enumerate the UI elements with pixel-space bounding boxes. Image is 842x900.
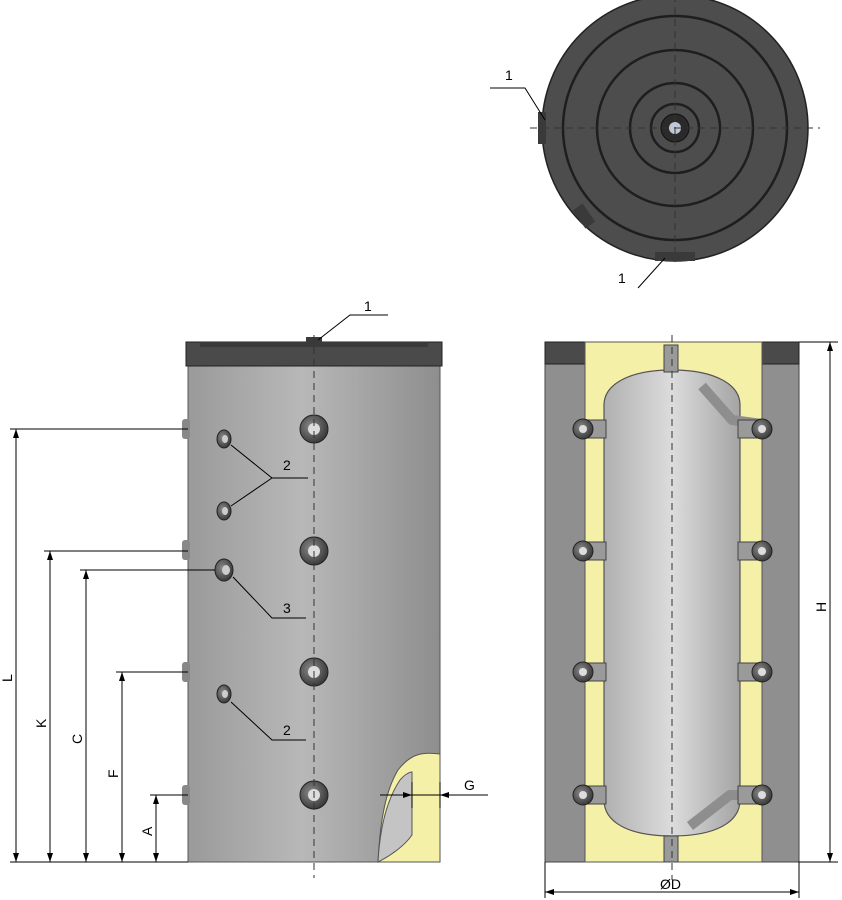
callout-1-bottom: 1 (618, 270, 626, 286)
dim-label-F: F (105, 769, 121, 778)
callout-leader-1 (490, 87, 546, 121)
callout-1-front: 1 (364, 298, 372, 314)
dim-label-L: L (0, 674, 15, 682)
tank-top-nozzle (663, 344, 679, 373)
probe-sleeve (216, 429, 232, 449)
probe-sleeve (216, 501, 232, 521)
top-cover-rim (200, 342, 428, 347)
dim-arrow-D (790, 889, 799, 895)
top-bottom-port (572, 203, 596, 229)
callout-leader-1 (317, 314, 388, 341)
dim-arrows-left (13, 429, 159, 862)
section-right-ports (737, 418, 773, 806)
probe-sleeve (216, 684, 232, 704)
callout-1-top: 1 (505, 67, 513, 83)
dim-arrow-G (440, 792, 449, 798)
dim-label-K: K (33, 718, 49, 728)
sleeve-3 (214, 558, 234, 582)
dim-label-A: A (139, 826, 155, 836)
dim-label-G: G (464, 777, 475, 793)
tank-bottom-nozzle (663, 835, 679, 863)
section-view: H ØD (544, 335, 838, 898)
dim-label-D: ØD (660, 876, 681, 892)
top-side-port (538, 112, 546, 144)
callout-leader-1 (637, 257, 666, 289)
dim-arrow-H (827, 342, 833, 351)
front-view: 1 2 3 2 L K C F A (0, 298, 488, 878)
callout-leader-2 (230, 701, 306, 741)
dim-arrow-G (403, 792, 412, 798)
dim-label-H: H (813, 602, 829, 612)
callout-leader-2 (230, 477, 273, 507)
dim-arrow-H (827, 853, 833, 862)
callout-leader-3 (232, 576, 306, 619)
dim-label-C: C (69, 734, 85, 744)
side-port-stub (182, 540, 190, 560)
section-left-ports (572, 418, 607, 806)
callout-3: 3 (283, 600, 291, 616)
dim-arrow-D (545, 889, 554, 895)
top-view: 1 1 (490, 0, 820, 289)
callout-2-upper: 2 (283, 457, 291, 473)
top-bottom-port (655, 252, 695, 261)
callout-2-lower: 2 (283, 722, 291, 738)
front-port (299, 414, 329, 444)
